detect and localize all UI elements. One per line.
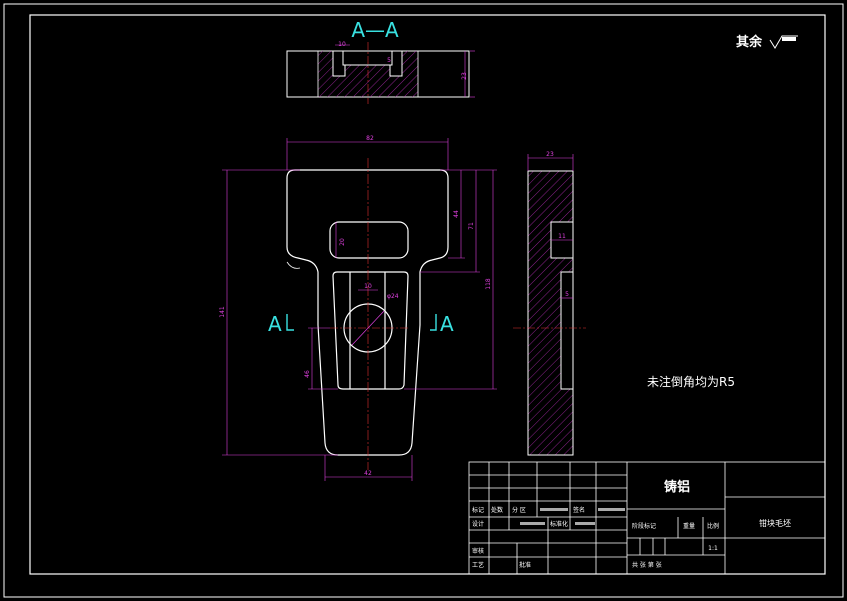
view-marker-left: A — [268, 312, 294, 336]
svg-text:处数: 处数 — [491, 506, 503, 514]
title-block — [468, 461, 826, 575]
svg-text:审核: 审核 — [472, 547, 484, 555]
dim-slot-height: 20 — [339, 238, 346, 246]
dim-right-height-mid: 71 — [468, 222, 475, 230]
svg-text:共 张 第 张: 共 张 第 张 — [632, 561, 662, 569]
inner-frame — [29, 14, 826, 575]
dim-side-depth-2: 5 — [565, 291, 569, 298]
roughness-note-group: 其余 — [736, 34, 798, 50]
svg-text:重量: 重量 — [683, 522, 695, 530]
view-marker-right: A — [430, 312, 454, 336]
svg-text:工艺: 工艺 — [472, 561, 484, 569]
dim-right-height-inner: 44 — [453, 210, 460, 218]
part-name-text: 钳块毛坯 — [759, 518, 791, 528]
outer-frame — [3, 3, 844, 598]
svg-text:比例: 比例 — [707, 522, 719, 530]
section-label: A—A — [351, 18, 399, 42]
dim-right-height-outer: 118 — [485, 278, 492, 290]
dim-hole-diameter: φ24 — [387, 293, 399, 300]
svg-text:批准: 批准 — [519, 561, 531, 569]
svg-text:签名: 签名 — [573, 506, 585, 514]
scale-value: 1:1 — [708, 545, 718, 552]
dim-side-depth-1: 11 — [558, 233, 566, 240]
svg-text:设计: 设计 — [472, 520, 484, 528]
dim-side-width: 23 — [546, 151, 554, 158]
section-a-a-view: A—A 23 10 5 — [286, 18, 475, 104]
dim-overall-height: 141 — [219, 306, 226, 318]
dim-section-height: 23 — [461, 72, 468, 80]
dim-top-width: 82 — [366, 135, 374, 142]
dim-bottom-width: 42 — [364, 470, 372, 477]
fillet-note: 未注倒角均为R5 — [647, 374, 735, 389]
front-view — [286, 169, 449, 456]
roughness-symbol — [769, 35, 798, 49]
dim-lower-height: 46 — [304, 370, 311, 378]
front-dimensions — [222, 138, 497, 481]
dim-section-a: 10 — [338, 41, 346, 48]
svg-text:阶段标记: 阶段标记 — [632, 522, 656, 530]
svg-text:分 区: 分 区 — [512, 506, 526, 514]
material-text: 铸铝 — [664, 479, 690, 495]
svg-text:A: A — [268, 312, 282, 336]
title-block-labels: 标记 处数 分 区 签名 设计 标准化 阶段标记 重量 比例 审核 工艺 批准 … — [472, 506, 719, 569]
title-block-fill-bars — [520, 508, 625, 525]
svg-text:标记: 标记 — [472, 506, 484, 514]
dim-hole-offset: 10 — [364, 283, 372, 290]
roughness-note: 其余 — [736, 34, 763, 50]
svg-text:标准化: 标准化 — [550, 520, 568, 528]
dim-section-b: 5 — [387, 57, 391, 64]
side-view: 23 11 5 — [513, 151, 586, 456]
svg-text:A: A — [440, 312, 454, 336]
